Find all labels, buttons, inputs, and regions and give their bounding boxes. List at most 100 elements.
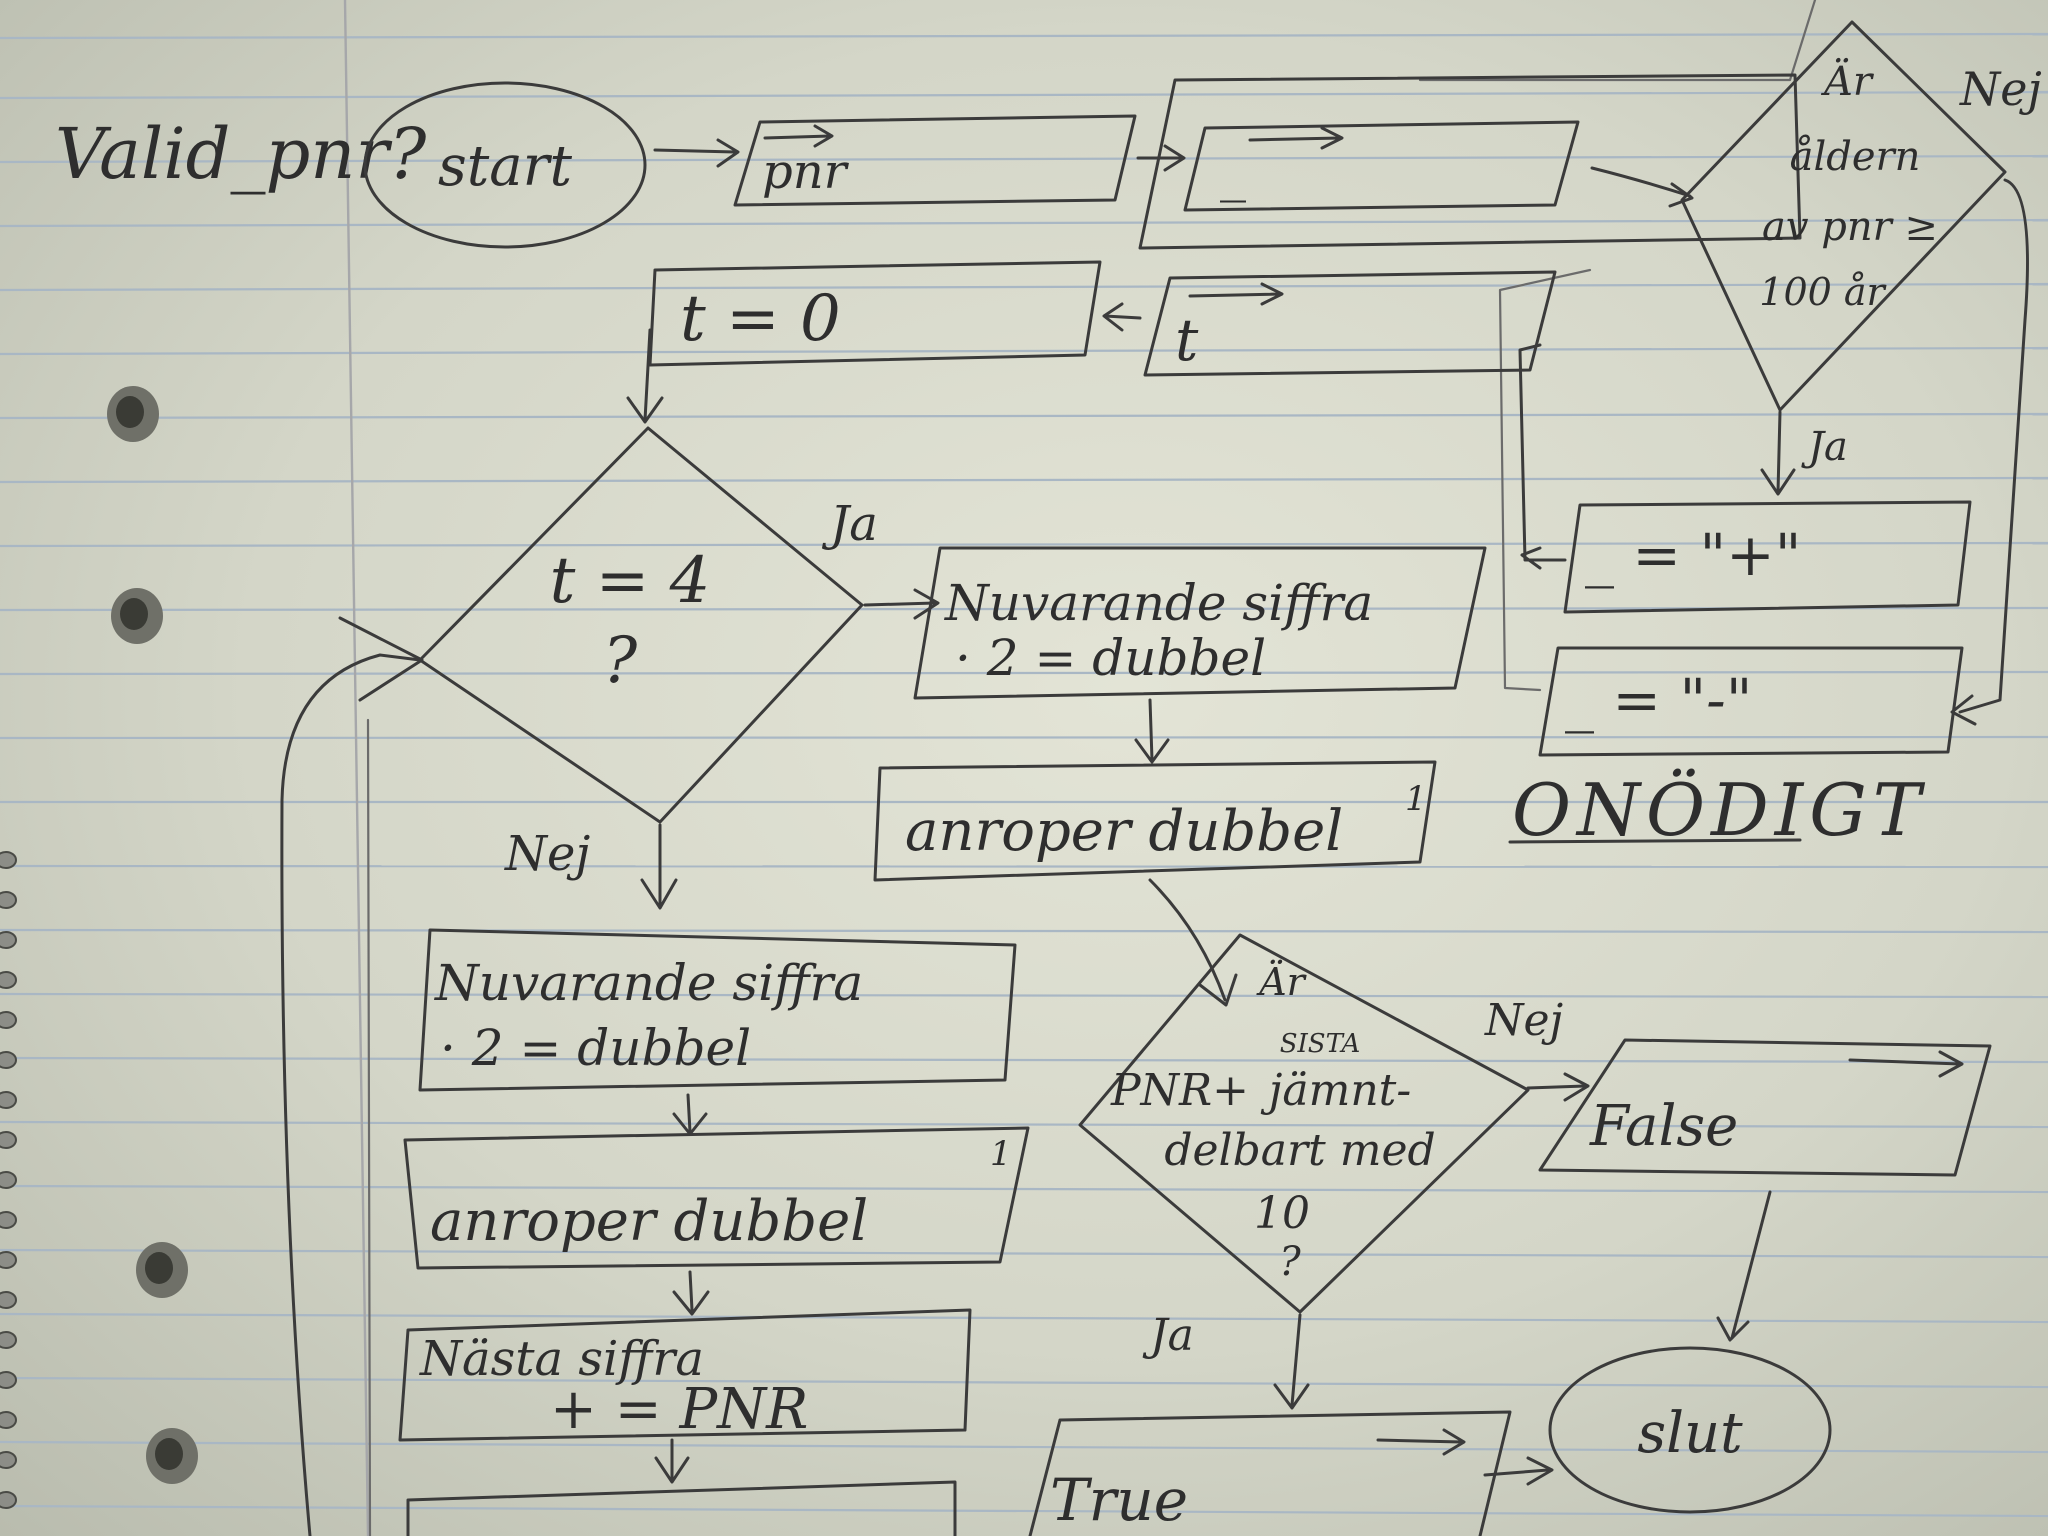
arrowhead: [1520, 546, 1542, 570]
faint-loop: [366, 718, 372, 1536]
end-label: slut: [1637, 1401, 1743, 1466]
decision-age-diamond: [1680, 20, 2007, 412]
bottom-partial-box: [406, 1480, 957, 1536]
call-left-label: anroper dubbel: [430, 1189, 868, 1254]
process-right-line-1: Nuvarande siffra: [944, 574, 1373, 632]
output-sign-label: _: [1220, 143, 1246, 203]
faint-outline: [1498, 268, 1592, 692]
arrowhead: [672, 1290, 710, 1316]
decision-div-line-1: Är: [1256, 960, 1307, 1004]
process-left-line-1: Nuvarande siffra: [434, 954, 863, 1012]
arrow-start-input: [653, 148, 737, 154]
arrowhead: [654, 1456, 690, 1484]
output-true-label: True: [1050, 1466, 1188, 1534]
arrowhead: [1102, 302, 1124, 332]
end-terminal: [1548, 1346, 1832, 1514]
arrow-t-input-zero: [1103, 314, 1142, 320]
start-terminal: [363, 81, 647, 249]
label-no-age: Nej: [1959, 62, 2042, 116]
output-false-label: False: [1589, 1094, 1738, 1159]
join-line: [1518, 343, 1567, 562]
arrow-yes-div: [1290, 1313, 1302, 1407]
arrow-zero-decision: [643, 328, 652, 422]
arrowhead: [640, 878, 678, 910]
call-left-sup: 1: [990, 1134, 1012, 1174]
decision-age-line-1: Är: [1820, 59, 1875, 105]
arrow-no-div: [1526, 1084, 1587, 1090]
arrow-false-end: [1730, 1190, 1772, 1340]
arrowhead: [1716, 1316, 1750, 1342]
input-pnr-label: pnr: [762, 144, 850, 200]
arrow-no-age: [1958, 178, 2029, 714]
decision-div-line-6: 10: [1254, 1188, 1310, 1239]
label-no-div: Nej: [1484, 995, 1563, 1046]
vector-mark: [763, 124, 834, 148]
init-t-box: [648, 260, 1102, 367]
process-left-box: [418, 928, 1017, 1092]
underline: [1508, 838, 1802, 844]
label-no-t: Nej: [504, 826, 590, 882]
loop-back-line: [280, 653, 422, 1536]
arrow-yes-t: [863, 601, 937, 607]
arrowhead: [1760, 468, 1796, 496]
process-right-box: [913, 546, 1487, 700]
unnecessary-note: ONÖDIGT: [1512, 767, 1927, 852]
arrowhead: [1163, 144, 1186, 172]
next-digit-box: [398, 1308, 972, 1442]
output-false-box: [1538, 1038, 1992, 1177]
vector-mark: [1376, 1428, 1466, 1456]
decision-age-line-2: åldern: [1790, 134, 1921, 180]
vector-mark: [1248, 126, 1344, 150]
faint-top-box: [1418, 0, 1817, 82]
decision-t-diamond: [418, 426, 864, 824]
arrow-call-next: [688, 1270, 694, 1312]
call-right-label: anroper dubbel: [905, 799, 1343, 864]
arrowhead: [1563, 1072, 1590, 1102]
label-yes-t: Ja: [821, 496, 878, 552]
decision-div-line-2: SISTA: [1280, 1029, 1361, 1059]
label-yes-age: Ja: [1801, 424, 1848, 470]
punch-holes: [107, 386, 198, 1484]
decision-t-line-1: t = 4: [550, 544, 711, 618]
output-frame: [1138, 73, 1802, 250]
input-t-box: [1143, 270, 1557, 377]
start-label: start: [438, 134, 572, 199]
arrow-proc-call-left: [686, 1093, 692, 1134]
arrowhead: [1668, 182, 1694, 208]
input-pnr-box: [733, 114, 1137, 207]
input-t-label: t: [1175, 306, 1199, 374]
arrowhead: [1198, 973, 1238, 1007]
decision-div-line-4: jämnt-: [1260, 1065, 1411, 1116]
assign-minus-box: [1538, 646, 1964, 757]
arrow-proc-call-right: [1148, 698, 1154, 762]
arrow-yes-age: [1776, 410, 1782, 494]
arrowhead: [1526, 1456, 1554, 1486]
arrowhead: [716, 138, 740, 168]
decision-age-line-4: 100 år: [1759, 270, 1887, 314]
arrowhead: [338, 616, 424, 702]
vector-mark: [1188, 282, 1284, 306]
arrowhead: [913, 588, 940, 620]
decision-div-line-3: PNR+: [1110, 1065, 1249, 1116]
arrow-call-decision: [1148, 878, 1227, 1002]
vector-mark: [1848, 1050, 1964, 1078]
decision-div-line-7: ?: [1279, 1239, 1301, 1285]
arrow-output-decision: [1590, 166, 1692, 198]
decision-div-diamond: [1078, 933, 1530, 1314]
arrowhead: [626, 396, 664, 424]
call-right-sup: 1: [1405, 779, 1427, 819]
init-t-label: t = 0: [680, 282, 841, 356]
assign-minus-label: _ = "-": [1565, 666, 1752, 734]
diagram-title: Valid_pnr?: [55, 113, 427, 195]
process-left-line-2: · 2 = dubbel: [440, 1019, 751, 1077]
arrow-true-end: [1483, 1468, 1550, 1477]
spiral-binding: [0, 851, 17, 1509]
decision-div-line-5: delbart med: [1164, 1125, 1435, 1176]
next-digit-line-1: Nästa siffra: [419, 1331, 704, 1387]
assign-plus-box: [1563, 500, 1972, 614]
assign-plus-label: _ = "+": [1585, 521, 1801, 589]
arrowhead: [1134, 738, 1170, 764]
process-right-line-2: · 2 = dubbel: [955, 629, 1266, 687]
